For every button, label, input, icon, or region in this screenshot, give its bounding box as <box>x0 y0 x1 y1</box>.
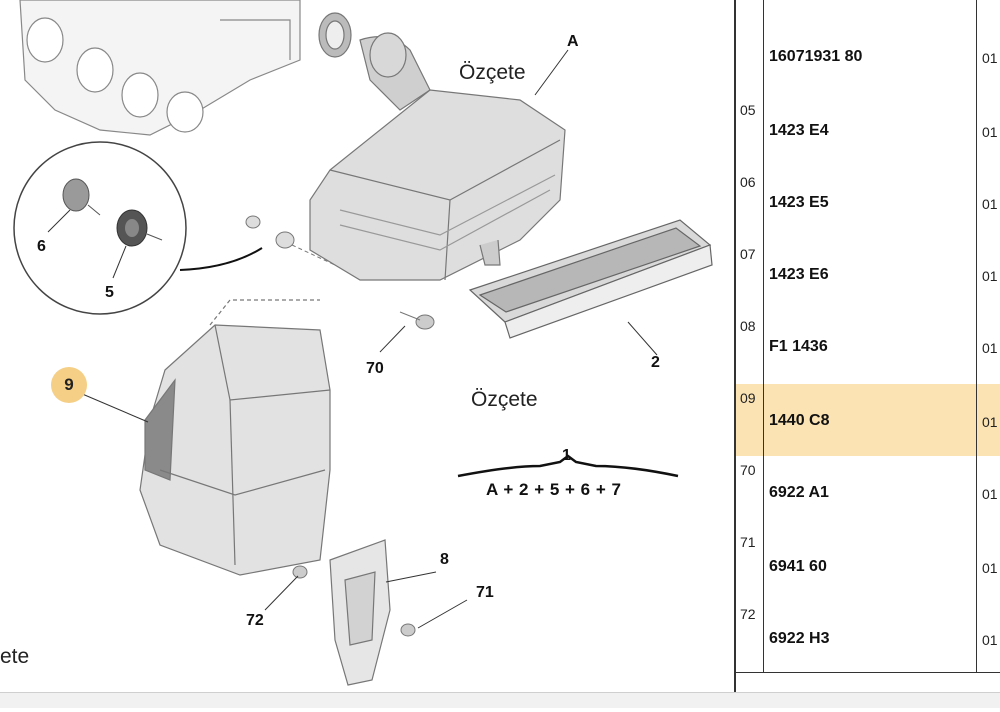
row-index: 07 <box>736 240 764 312</box>
parts-table: 16071931 80 01 05 1423 E4 01 06 1423 E5 … <box>734 0 1000 692</box>
table-row[interactable]: 08 F1 1436 01 <box>736 312 1000 385</box>
callout-8: 8 <box>440 551 449 568</box>
column-divider <box>976 0 977 96</box>
column-divider <box>976 600 977 672</box>
exploded-parts-diagram: A Özçete 6 5 70 2 9 Özçete 1 A + 2 + 5 +… <box>0 0 713 686</box>
part-reference: 1440 C8 <box>769 412 830 429</box>
column-divider <box>976 312 977 384</box>
part-reference: 6941 60 <box>769 558 827 575</box>
part-quantity: 01 <box>982 414 998 430</box>
callout-72: 72 <box>246 612 264 629</box>
leader-lines <box>47 49 658 629</box>
caption-ozcete-mid: Özçete <box>471 388 538 411</box>
nut-hardware <box>292 565 416 637</box>
caption-ete-bottom: ete <box>0 645 30 668</box>
callout-6: 6 <box>37 238 46 255</box>
column-divider <box>976 168 977 240</box>
part-quantity: 01 <box>982 50 998 66</box>
row-index: 09 <box>736 384 764 456</box>
table-row[interactable]: 16071931 80 01 <box>736 0 1000 97</box>
row-index: 71 <box>736 528 764 600</box>
part-reference: 1423 E6 <box>769 266 829 283</box>
part-quantity: 01 <box>982 340 998 356</box>
intake-hose <box>318 12 431 111</box>
row-index: 06 <box>736 168 764 240</box>
screw-70 <box>399 311 435 330</box>
callout-1: 1 <box>562 447 571 464</box>
bracket-8 <box>329 539 391 686</box>
callout-2: 2 <box>651 354 660 371</box>
row-index: 05 <box>736 96 764 168</box>
table-row-selected[interactable]: 09 1440 C8 01 <box>736 384 1000 457</box>
airbox-upper <box>309 89 566 281</box>
column-divider <box>976 384 977 456</box>
table-row[interactable]: 07 1423 E6 01 <box>736 240 1000 313</box>
horizontal-scrollbar[interactable] <box>0 692 1000 708</box>
part-quantity: 01 <box>982 632 998 648</box>
table-row[interactable]: 72 6922 H3 01 <box>736 600 1000 673</box>
airbox-lower <box>139 299 331 576</box>
air-filter <box>468 219 713 339</box>
row-index: 72 <box>736 600 764 672</box>
part-reference: 16071931 80 <box>769 48 863 65</box>
callout-9-highlight[interactable]: 9 <box>51 367 87 403</box>
callout-71: 71 <box>476 584 494 601</box>
table-row[interactable]: 70 6922 A1 01 <box>736 456 1000 529</box>
caption-ozcete-top: Özçete <box>459 61 526 84</box>
column-divider <box>976 96 977 168</box>
callout-70: 70 <box>366 360 384 377</box>
callout-5: 5 <box>105 284 114 301</box>
part-reference: 1423 E5 <box>769 194 829 211</box>
part-quantity: 01 <box>982 560 998 576</box>
grommet-hardware <box>245 215 336 266</box>
part-quantity: 01 <box>982 268 998 284</box>
formula-brace <box>457 454 679 478</box>
column-divider <box>976 240 977 312</box>
kit-formula: A + 2 + 5 + 6 + 7 <box>486 480 621 499</box>
row-index <box>736 0 764 96</box>
part-quantity: 01 <box>982 124 998 140</box>
detail-circle <box>13 141 263 315</box>
part-reference: 6922 H3 <box>769 630 830 647</box>
callout-a: A <box>567 33 579 50</box>
intake-manifold <box>19 0 301 136</box>
row-index: 08 <box>736 312 764 384</box>
diagram-drawing <box>13 0 713 686</box>
part-reference: F1 1436 <box>769 338 828 355</box>
part-reference: 1423 E4 <box>769 122 829 139</box>
table-row[interactable]: 71 6941 60 01 <box>736 528 1000 601</box>
column-divider <box>976 528 977 600</box>
column-divider <box>976 456 977 528</box>
row-index: 70 <box>736 456 764 528</box>
part-quantity: 01 <box>982 196 998 212</box>
table-row[interactable]: 05 1423 E4 01 <box>736 96 1000 169</box>
table-row[interactable]: 06 1423 E5 01 <box>736 168 1000 241</box>
part-quantity: 01 <box>982 486 998 502</box>
part-reference: 6922 A1 <box>769 484 829 501</box>
